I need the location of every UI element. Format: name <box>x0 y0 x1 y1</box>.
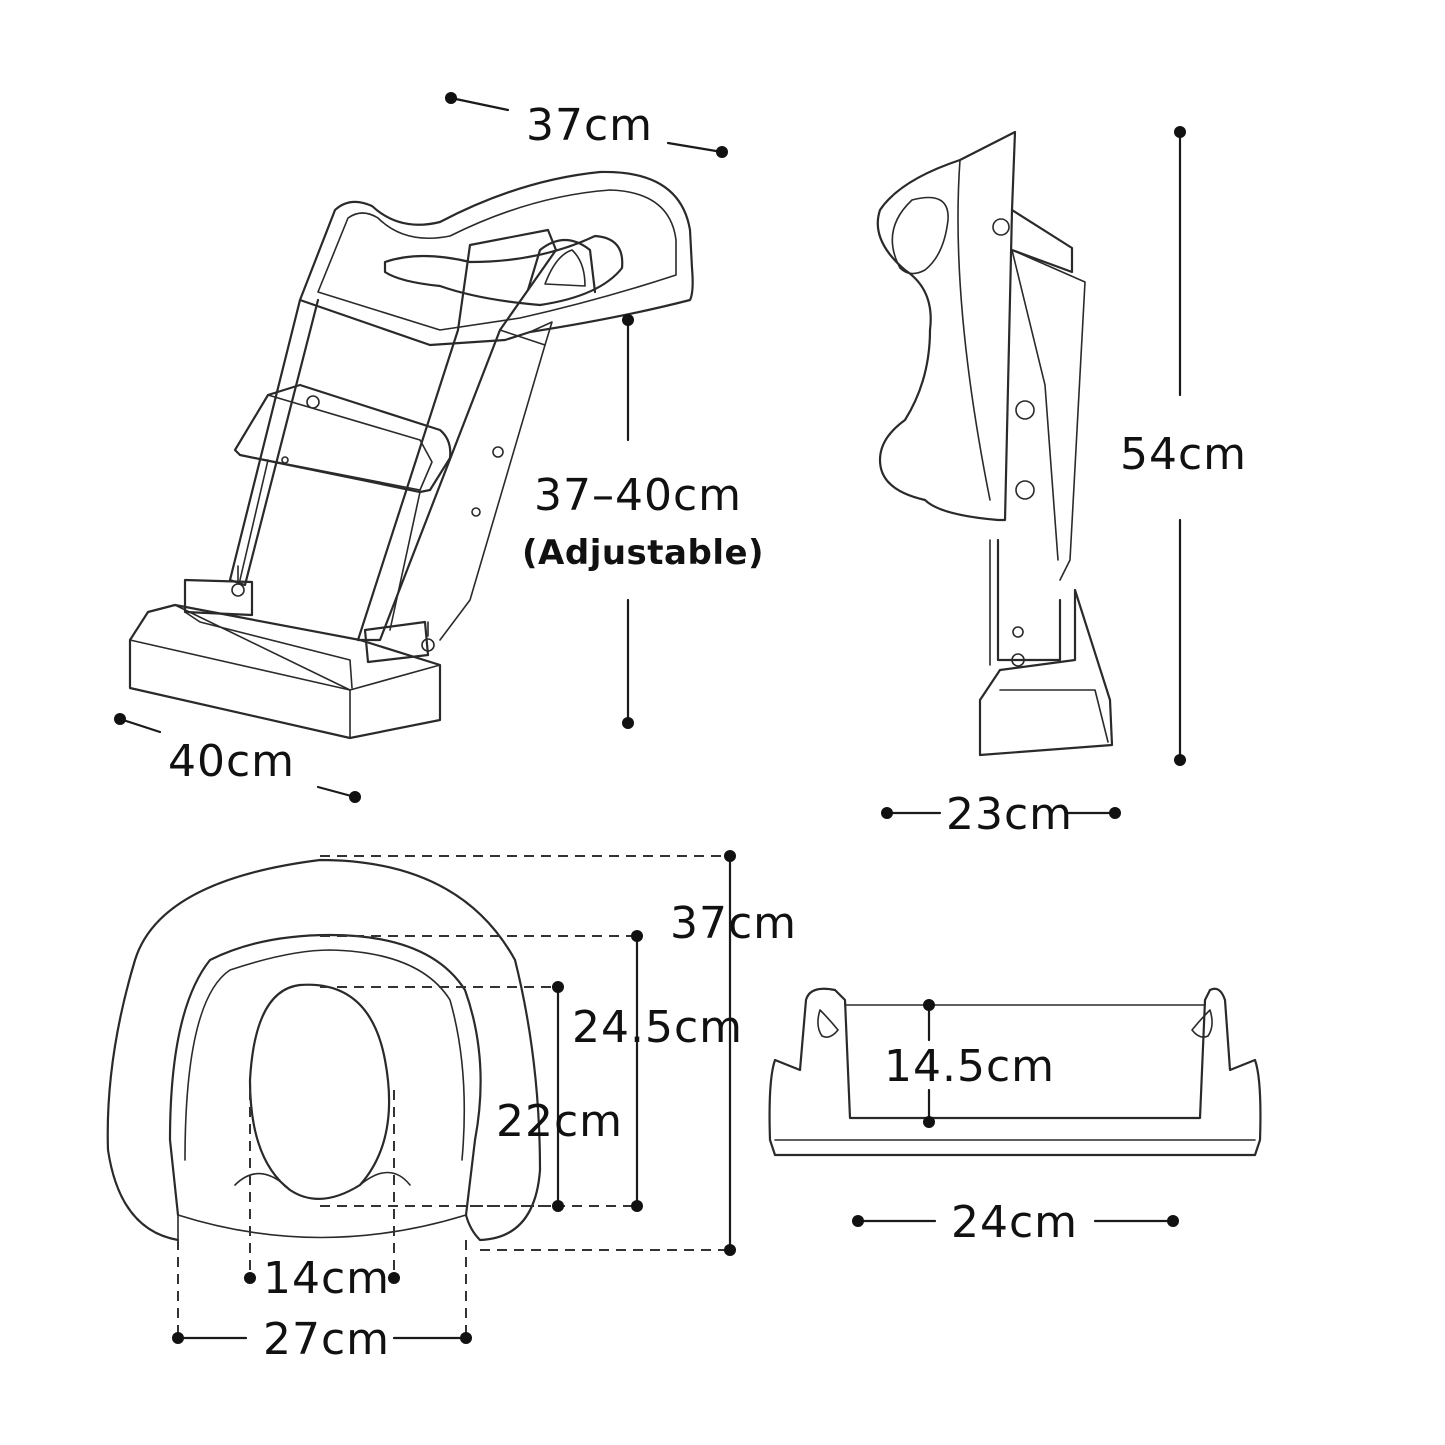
ladder-side-height-label: 54cm <box>1120 429 1248 480</box>
ladder-adjustable-note: (Adjustable) <box>522 533 765 573</box>
seat-opening-width-label: 14cm <box>263 1253 391 1304</box>
ladder-side-depth-label: 23cm <box>946 789 1074 840</box>
step-width-label: 24cm <box>951 1197 1079 1248</box>
ladder-seat-height-label: 37–40cm <box>534 470 743 521</box>
step-depth-label: 14.5cm <box>884 1041 1056 1092</box>
step-drawing <box>768 987 1262 1157</box>
seat-outer-length-label: 37cm <box>670 898 798 949</box>
step-dimensions <box>852 999 1179 1227</box>
ladder-top-width-label: 37cm <box>526 100 654 151</box>
ladder-perspective-drawing <box>128 170 694 740</box>
seat-top-drawing <box>106 858 542 1242</box>
ladder-side-drawing <box>876 130 1114 757</box>
ladder-base-width-label: 40cm <box>168 736 296 787</box>
ladder-side-dimensions <box>881 126 1186 819</box>
seat-inner-length-label: 24.5cm <box>572 1002 744 1053</box>
ladder-perspective-dimensions <box>114 92 728 803</box>
seat-opening-length-label: 22cm <box>496 1096 624 1147</box>
seat-inner-width-label: 27cm <box>263 1314 391 1365</box>
seat-top-dimensions <box>172 850 736 1344</box>
